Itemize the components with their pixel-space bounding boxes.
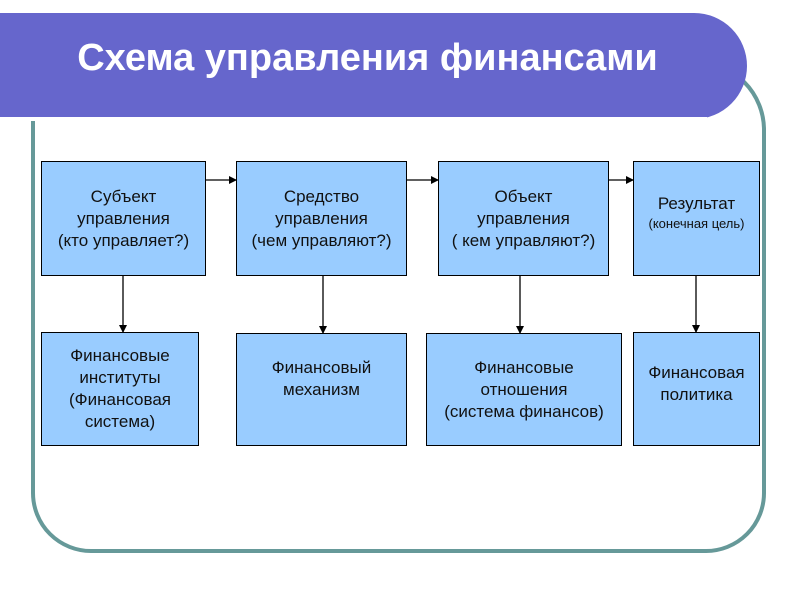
box-financial-relations: Финансовые отношения (система финансов) [426, 333, 622, 446]
box-subject-line-2: управления [77, 208, 170, 228]
box-subject: Субъект управления (кто управляет?) [41, 161, 206, 276]
slide-frame [31, 60, 766, 553]
box-object-line-2: управления [477, 208, 570, 228]
box-means-line-1: Средство [283, 186, 360, 206]
title-banner [0, 13, 747, 121]
box-means-line-2: управления [275, 208, 368, 228]
title-underline [0, 117, 707, 121]
box-object-line-3: ( кем управляют?) [451, 230, 596, 250]
box-relations-line-3: (система финансов) [444, 401, 604, 421]
box-object: Объект управления ( кем управляют?) [438, 161, 609, 276]
box-financial-policy: Финансовая политика [633, 332, 760, 446]
box-relations-line-2: отношения [480, 379, 568, 399]
box-financial-institutions: Финансовые институты (Финансовая система… [41, 332, 199, 446]
box-institutions-line-3: (Финансовая [69, 390, 171, 409]
box-means-line-3: (чем управляют?) [251, 230, 392, 250]
box-financial-mechanism: Финансовый механизм [236, 333, 407, 446]
box-relations-line-1: Финансовые [474, 357, 574, 377]
box-result-line-1: Результат [657, 193, 736, 213]
box-subject-line-1: Субъект [90, 186, 157, 206]
box-institutions-line-1: Финансовые [70, 346, 170, 365]
slide-title: Схема управления финансами [77, 37, 658, 79]
box-policy-line-1: Финансовая [648, 363, 745, 382]
box-subject-line-3: (кто управляет?) [57, 230, 190, 250]
box-means: Средство управления (чем управляют?) [236, 161, 407, 276]
box-institutions-line-4: система) [84, 412, 156, 431]
box-institutions-line-2: институты [79, 368, 161, 387]
box-result: Результат (конечная цель) [633, 161, 760, 276]
box-object-line-1: Объект [494, 186, 553, 206]
box-mechanism-line-1: Финансовый [271, 357, 372, 377]
box-policy-line-2: политика [660, 385, 733, 404]
box-mechanism-line-2: механизм [283, 379, 360, 399]
box-result-subtitle: (конечная цель) [648, 215, 745, 231]
